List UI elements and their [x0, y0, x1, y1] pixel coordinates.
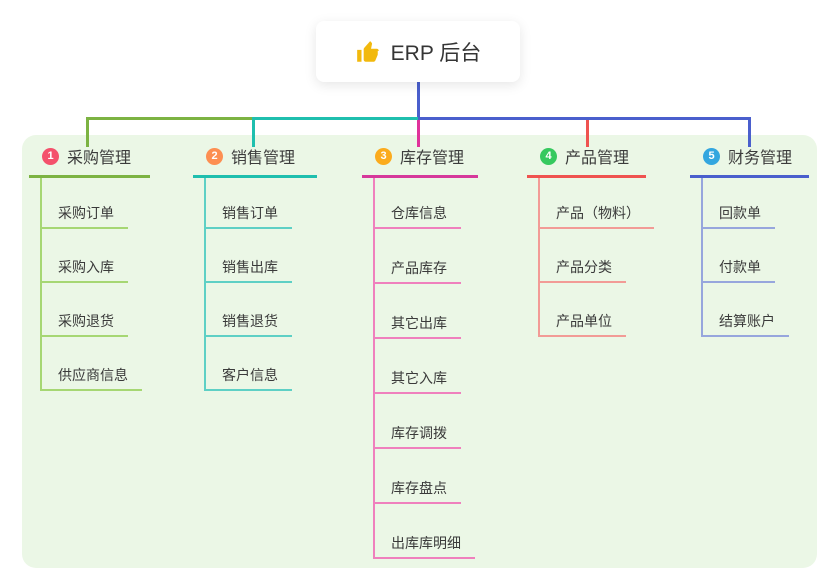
connector-branch1-line [86, 117, 252, 120]
branch-label: 库存管理 [400, 150, 465, 167]
node-label: 产品库存 [391, 260, 447, 276]
connector-branch2-drop [252, 117, 255, 147]
root-label: ERP 后台 [390, 41, 482, 65]
branch-node-product[interactable]: 4 产品管理 [540, 147, 630, 167]
mindmap-node[interactable]: 产品（物料） [540, 178, 654, 229]
branch-node-inventory[interactable]: 3 库存管理 [375, 147, 465, 167]
mindmap-node[interactable]: 结算账户 [703, 283, 789, 337]
branch-label: 销售管理 [231, 150, 296, 167]
mindmap-node[interactable]: 库存调拨 [375, 394, 461, 449]
mindmap-node[interactable]: 库存盘点 [375, 449, 461, 504]
mindmap-node[interactable]: 仓库信息 [375, 178, 461, 229]
branch-node-purchase[interactable]: 1 采购管理 [42, 147, 132, 167]
branch-children: 回款单 付款单 结算账户 [701, 178, 789, 337]
branch-group-panel [22, 135, 817, 568]
branch-children: 产品（物料） 产品分类 产品单位 [538, 178, 654, 337]
node-label: 产品单位 [556, 313, 612, 329]
connector-branch4-drop [586, 120, 589, 147]
node-label: 仓库信息 [391, 205, 447, 221]
root-node[interactable]: ERP 后台 [316, 21, 520, 82]
mindmap-node[interactable]: 付款单 [703, 229, 775, 283]
branch-label: 产品管理 [565, 150, 630, 167]
branch-node-finance[interactable]: 5 财务管理 [703, 147, 793, 167]
mindmap-node[interactable]: 采购退货 [42, 283, 128, 337]
mindmap-node[interactable]: 供应商信息 [42, 337, 142, 391]
mindmap-node[interactable]: 其它出库 [375, 284, 461, 339]
mindmap-node[interactable]: 产品单位 [540, 283, 626, 337]
node-label: 采购入库 [58, 259, 114, 275]
connector-branch3-drop [417, 120, 420, 147]
branch-label: 采购管理 [67, 150, 132, 167]
mindmap-node[interactable]: 客户信息 [206, 337, 292, 391]
node-label: 其它出库 [391, 315, 447, 331]
node-label: 采购退货 [58, 313, 114, 329]
mindmap-node[interactable]: 产品库存 [375, 229, 461, 284]
node-label: 客户信息 [222, 367, 278, 383]
branch-number-badge: 5 [703, 147, 720, 165]
branch-underline [29, 175, 150, 178]
mindmap-node[interactable]: 采购入库 [42, 229, 128, 283]
mindmap-node[interactable]: 销售退货 [206, 283, 292, 337]
node-label: 库存盘点 [391, 480, 447, 496]
connector-branch5-drop [748, 117, 751, 147]
branch-underline [690, 175, 809, 178]
mindmap-node[interactable]: 销售订单 [206, 178, 292, 229]
node-label: 结算账户 [719, 313, 775, 329]
node-label: 销售订单 [222, 205, 278, 221]
node-label: 采购订单 [58, 205, 114, 221]
branch-children: 采购订单 采购入库 采购退货 供应商信息 [40, 178, 142, 391]
mindmap-node[interactable]: 销售出库 [206, 229, 292, 283]
node-label: 其它入库 [391, 370, 447, 386]
branch-children: 仓库信息 产品库存 其它出库 其它入库 库存调拨 库存盘点 出库库明细 [373, 178, 475, 559]
mindmap-node[interactable]: 回款单 [703, 178, 775, 229]
node-label: 库存调拨 [391, 425, 447, 441]
mindmap-node[interactable]: 出库库明细 [375, 504, 475, 559]
thumbs-up-icon [355, 39, 381, 65]
node-label: 销售出库 [222, 259, 278, 275]
branch-underline [193, 175, 317, 178]
branch-label: 财务管理 [728, 150, 793, 167]
branch-number-badge: 3 [375, 147, 392, 165]
node-label: 供应商信息 [58, 367, 128, 383]
node-label: 产品（物料） [556, 205, 640, 221]
node-label: 销售退货 [222, 313, 278, 329]
node-label: 出库库明细 [391, 535, 461, 551]
node-label: 回款单 [719, 205, 761, 221]
mindmap-node[interactable]: 产品分类 [540, 229, 626, 283]
connector-branch1-drop [86, 117, 89, 147]
branch-underline [527, 175, 646, 178]
connector-branch5-line [418, 117, 751, 120]
mindmap-node[interactable]: 采购订单 [42, 178, 128, 229]
branch-underline [362, 175, 478, 178]
connector-root-stem [417, 82, 420, 117]
node-label: 产品分类 [556, 259, 612, 275]
branch-number-badge: 4 [540, 147, 557, 165]
branch-node-sales[interactable]: 2 销售管理 [206, 147, 296, 167]
branch-children: 销售订单 销售出库 销售退货 客户信息 [204, 178, 292, 391]
branch-number-badge: 2 [206, 147, 223, 165]
mindmap-node[interactable]: 其它入库 [375, 339, 461, 394]
node-label: 付款单 [719, 259, 761, 275]
connector-branch2-line [252, 117, 418, 120]
branch-number-badge: 1 [42, 147, 59, 165]
